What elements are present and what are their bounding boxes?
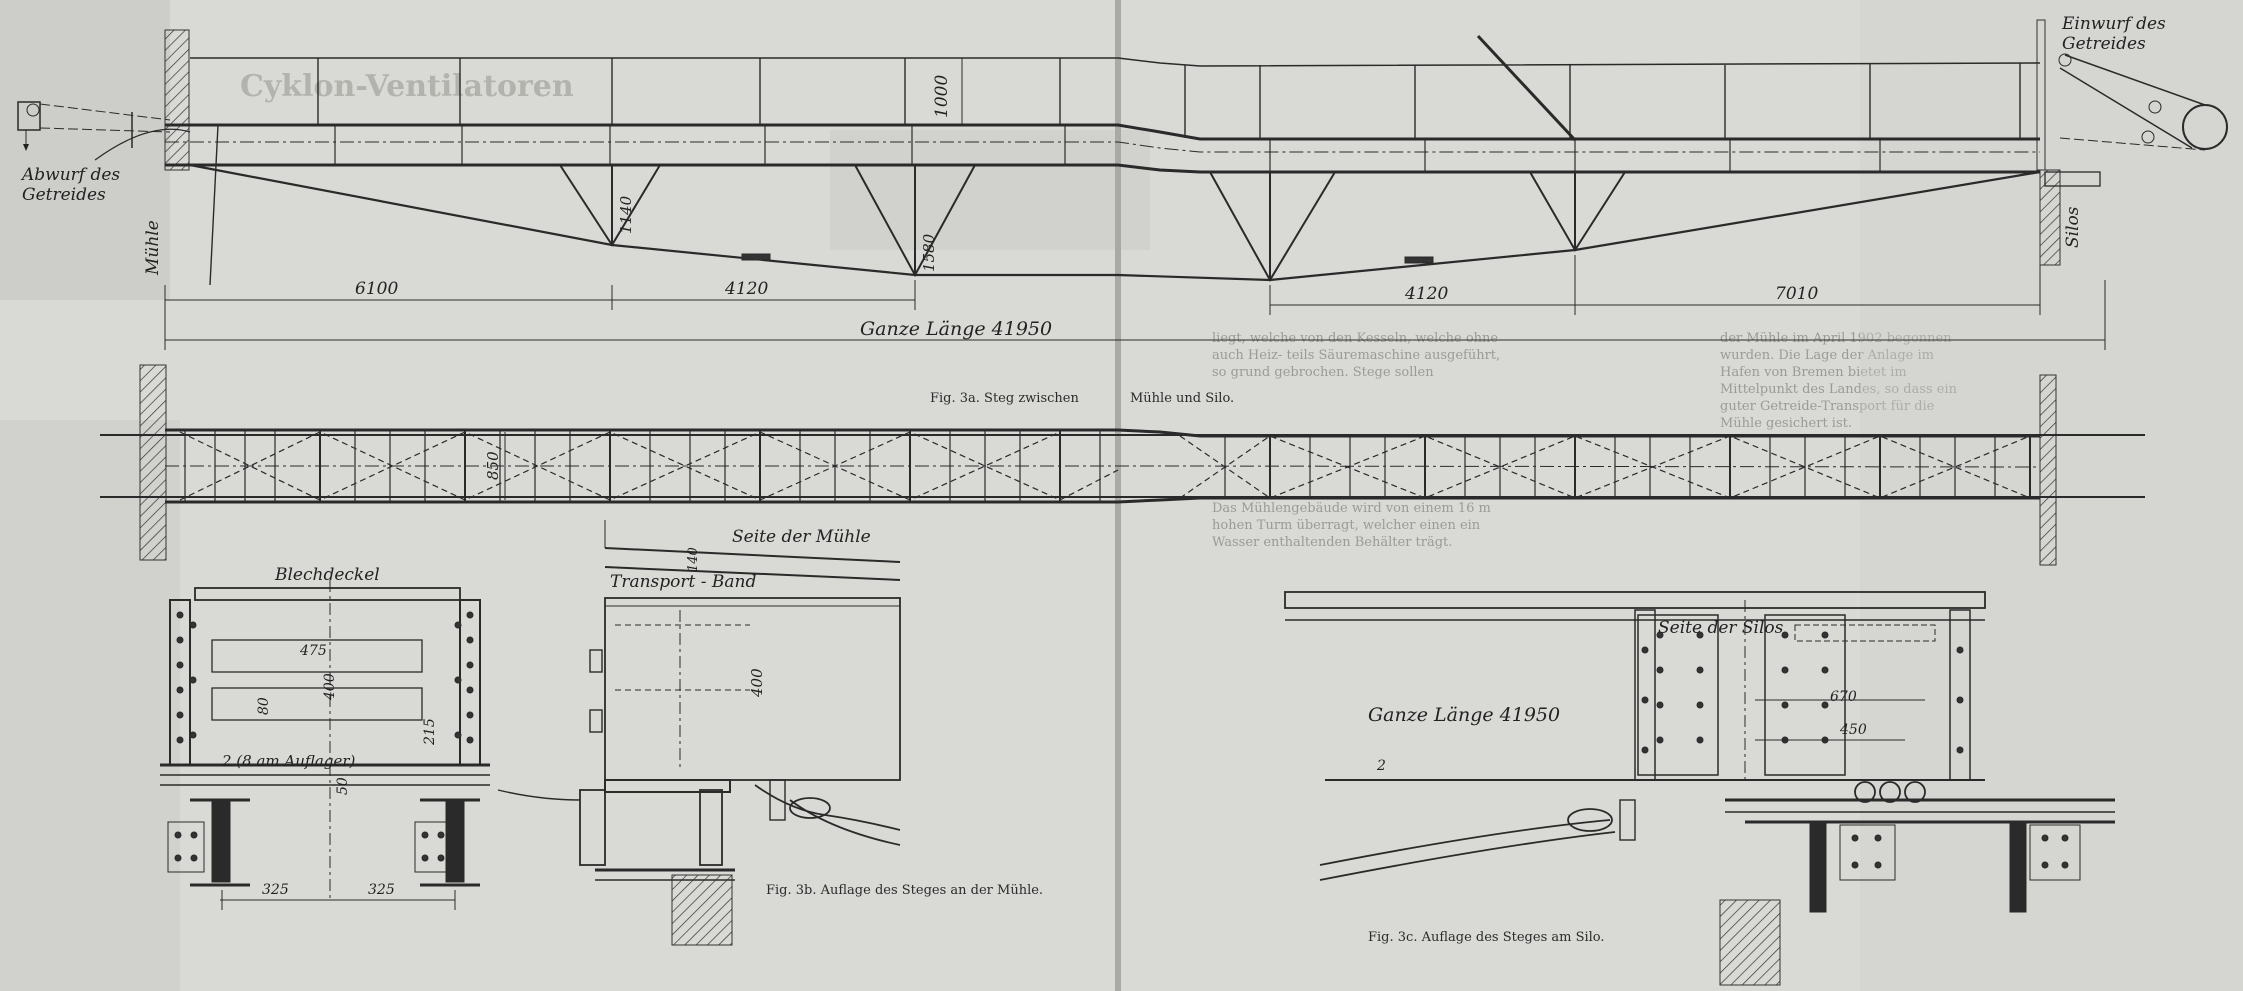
background-column-text: liegt, welche von den Kesseln, welche oh…: [1212, 331, 1505, 380]
dim-1140: 1140: [617, 195, 635, 234]
muehle-label: Mühle: [143, 220, 163, 275]
fig3c-total-label: Ganze Länge 41950: [1368, 704, 1561, 726]
dim-total-length: Ganze Länge 41950: [860, 318, 1053, 340]
dim-325-right: 325: [368, 882, 395, 898]
fig3c-dim-450: 450: [1840, 722, 1867, 738]
dim-4120-right: 4120: [1405, 284, 1449, 304]
fig3c-seite-label: Seite der Silos: [1658, 618, 1784, 638]
fig3b-band-label: Transport - Band: [610, 572, 757, 592]
silos-label: Silos: [2063, 206, 2083, 248]
abwurf-label: Abwurf des: [22, 165, 121, 185]
dim-1580: 1580: [920, 233, 938, 272]
fig3c-caption: Fig. 3c. Auflage des Steges am Silo.: [1368, 930, 1605, 945]
fig3a-elevation: [17, 19, 2228, 350]
dim-400-cross: 400: [322, 673, 338, 700]
dim-215: 215: [422, 718, 438, 745]
fig3a-plan: [100, 364, 2145, 566]
fig3a-caption-left: Fig. 3a. Steg zwischen: [930, 391, 1079, 406]
silo-post: [2036, 19, 2046, 171]
abwurf-label-line2: Getreides: [22, 185, 106, 205]
dim-850: 850: [484, 451, 502, 480]
dim-325-left: 325: [262, 882, 289, 898]
blechdeckel-label: Blechdeckel: [275, 565, 380, 585]
fig3a-dimension-lines: [164, 58, 2106, 350]
fig3b-caption: Fig. 3b. Auflage des Steges an der Mühle…: [766, 883, 1044, 898]
background-column-text: Das Mühlengebäude wird von einem 16 m ho…: [1212, 501, 1496, 550]
dim-4120-left: 4120: [725, 279, 769, 299]
fig3b-dim-140: 140: [686, 547, 701, 572]
dim-1000: 1000: [932, 74, 952, 118]
fig3b-dim-400: 400: [748, 668, 766, 697]
einwurf-label: Einwurf des: [2062, 14, 2166, 34]
fig3c-dim-670: 670: [1830, 689, 1857, 705]
dim-475: 475: [300, 643, 327, 659]
fig3c-detail: [1284, 591, 2115, 986]
fig3b-detail: [497, 520, 901, 946]
fig3a-caption-right: Mühle und Silo.: [1130, 391, 1235, 406]
dim-6100: 6100: [355, 279, 399, 299]
dim-80: 80: [256, 697, 272, 715]
auflager-label: 2 (8 am Auflager): [222, 752, 356, 770]
mill-wall: [164, 29, 190, 171]
einwurf-label-line2: Getreides: [2062, 34, 2146, 54]
background-column-text: der Mühle im April 1902 begonnen wurden.…: [1720, 331, 1957, 431]
fig3b-seite-label: Seite der Mühle: [732, 527, 871, 547]
dim-50: 50: [335, 777, 351, 795]
fig3c-dim-2: 2: [1377, 758, 1386, 774]
silo-wall: [2039, 169, 2061, 266]
dim-7010: 7010: [1775, 284, 1819, 304]
cross-section: [160, 580, 490, 910]
